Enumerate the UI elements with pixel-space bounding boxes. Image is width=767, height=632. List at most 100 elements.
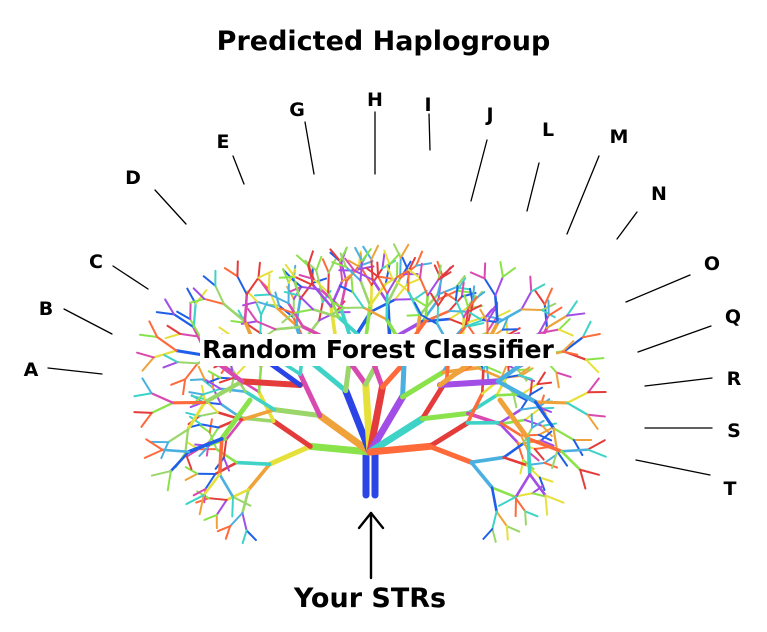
input-arrow-head-left [357,511,373,530]
tree-branch [359,259,364,282]
label-leader-line [566,155,600,235]
tree-branch [203,513,218,521]
haplogroup-label-a: A [23,359,39,381]
label-leader-line [616,211,638,240]
tree-branch [469,455,506,465]
tree-branch [269,293,290,305]
tree-branch [566,401,589,416]
tree-branch [161,448,191,454]
tree-branch [552,427,575,442]
tree-branch [241,512,248,532]
tree-branch [572,438,584,457]
tree-branch [393,243,402,259]
tree-branch [560,449,582,472]
haplogroup-label-m: M [609,126,629,148]
tree-branch [294,280,300,297]
label-leader-line [470,139,488,202]
haplogroup-label-o: O [703,253,721,275]
label-leader-line [644,377,713,387]
tree-branch [581,320,592,339]
tree-branch [141,356,155,372]
tree-branch [326,291,340,319]
tree-branch [353,269,374,281]
tree-branch [329,248,342,262]
tree-branch [169,450,191,473]
tree-branch [245,529,257,542]
tree-branch [486,308,496,323]
tree-branch [464,319,484,328]
tree-branch [254,293,272,297]
tree-branch [246,462,272,492]
tree-branch [530,283,546,293]
tree-branch [243,292,249,323]
tree-branch [202,472,221,497]
tree-branch [557,318,571,331]
tree-branch [524,510,527,526]
tree-branch [555,371,560,389]
tree-branch [214,284,225,306]
tree-branch [267,443,313,467]
tree-branch [224,418,244,441]
tree-branch [197,423,211,434]
tree-branch [499,261,504,278]
tree-branch [218,376,235,384]
label-leader-line [112,265,149,290]
tree-branch [366,383,386,456]
tree-branch [315,255,323,272]
tree-branch [155,311,176,316]
tree-branch [557,328,574,337]
tree-branch [229,512,244,528]
tree-branch [204,472,217,490]
tree-branch [528,473,547,497]
tree-branch [184,428,190,454]
tree-branch [192,287,206,300]
tree-branch [203,378,222,390]
tree-branch [286,285,303,294]
tree-branch [388,252,401,266]
tree-branch [436,304,440,326]
tree-branch [278,275,296,279]
tree-branch [498,422,519,444]
tree-branch [427,420,470,449]
tree-branch [145,438,164,451]
tree-branch [517,374,533,381]
tree-branch [381,252,386,270]
tree-branch [207,497,228,501]
tree-branch [418,262,423,279]
tree-branch [199,423,220,429]
tree-branch [531,484,545,495]
tree-branch [586,413,599,430]
tree-branch [150,470,172,477]
tree-branch [184,472,199,481]
tree-branch [345,265,362,282]
tree-branch [562,336,584,353]
tree-branch [254,300,263,316]
tree-branch [240,407,277,422]
tree-branch [176,310,192,321]
tree-branch [581,332,601,339]
tree-branch [369,298,397,313]
tree-branch [255,320,277,331]
haplogroup-label-j: J [486,104,494,126]
tree-branch [479,308,489,323]
tree-branch [192,302,197,329]
label-leader-line [637,325,712,353]
tree-branch [271,418,313,449]
tree-branch [413,301,423,316]
tree-branch [467,310,482,321]
tree-branch [533,447,545,461]
haplogroup-label-h: H [367,89,383,111]
tree-branch [239,378,303,388]
tree-branch [188,391,204,396]
tree-branch [327,271,330,294]
input-label: Your STRs [293,583,447,614]
tree-branch [170,378,187,386]
tree-branch [219,397,253,442]
tree-branch [454,284,459,301]
tree-branch [407,268,421,279]
tree-branch [307,264,315,281]
tree-branch [441,264,455,277]
haplogroup-label-d: D [125,167,141,189]
tree-branch [216,525,232,533]
tree-branch [529,386,543,396]
